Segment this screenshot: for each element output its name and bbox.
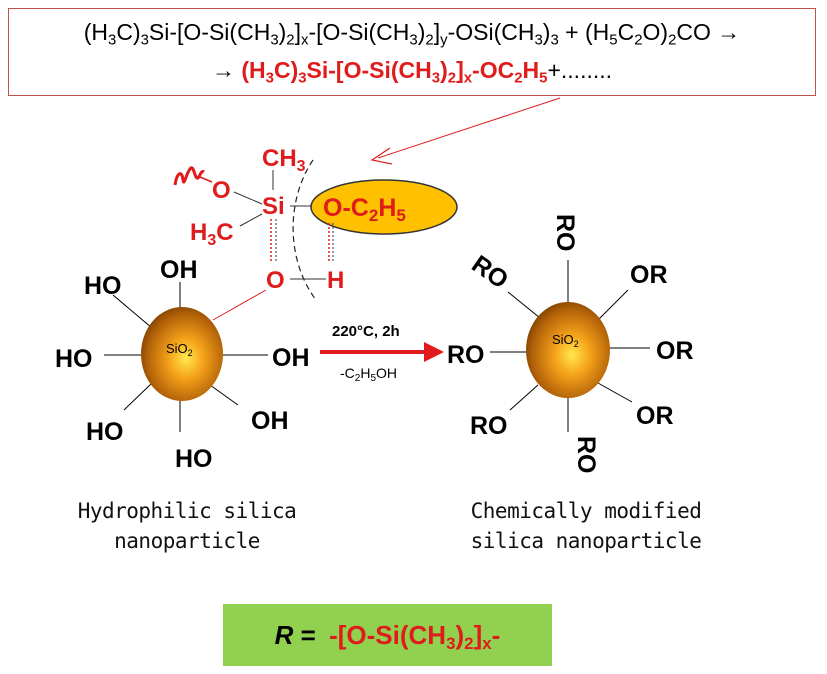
equation-arrow-2: → — [211, 57, 242, 83]
r-equals: = — [293, 620, 324, 650]
bond-si-h3c — [239, 213, 263, 227]
r-symbol: R — [274, 620, 294, 650]
r-formula-value: -[O-Si(CH3)2]x- — [329, 620, 501, 654]
h3c-group: H3C — [190, 219, 234, 249]
right-caption: Chemically modified silica nanoparticle — [456, 496, 716, 556]
equation-arrow-1: → — [710, 19, 741, 45]
arrow-condition-bottom: -C2H5OH — [340, 365, 397, 384]
connector-oh-particle — [212, 289, 267, 321]
arrow-condition-top: 220°C, 2h — [332, 323, 400, 340]
left-particle: SiO2 HO OH HO OH HO OH HO — [55, 256, 310, 473]
right-group-6: RO — [470, 412, 508, 440]
right-core-label: SiO2 — [552, 332, 579, 349]
ethoxy-group: O-C2H5 — [323, 194, 406, 225]
plus-sign: + — [558, 19, 585, 45]
left-group-1: HO — [84, 272, 122, 300]
left-caption: Hydrophilic silica nanoparticle — [57, 496, 317, 556]
left-group-6: OH — [251, 407, 289, 435]
equation-line-1: (H3C)3Si-[O-Si(CH3)2]x-[O-Si(CH3)2]y-OSi… — [9, 19, 815, 49]
bond-o-si — [233, 191, 263, 205]
left-silica-core — [141, 307, 223, 401]
right-group-7: OR — [636, 402, 674, 430]
surface-hydrogen: H — [327, 267, 344, 294]
right-caption-line-2: silica nanoparticle — [470, 529, 702, 553]
reaction-equation-box: (H3C)3Si-[O-Si(CH3)2]x-[O-Si(CH3)2]y-OSi… — [8, 8, 816, 96]
equation-line-2: → (H3C)3Si-[O-Si(CH3)2]x-OC2H5+........ — [9, 57, 815, 87]
ethoxy-highlight — [310, 179, 458, 235]
right-group-8: RO — [572, 436, 600, 474]
ch3-top: CH3 — [262, 145, 306, 175]
reactant-carbonate: (H5C2O)2CO — [584, 19, 711, 49]
left-core-label: SiO2 — [166, 341, 193, 358]
equation-tail: +........ — [547, 57, 613, 83]
surface-oxygen: O — [266, 267, 285, 294]
reactant-siloxane: (H3C)3Si-[O-Si(CH3)2]x-[O-Si(CH3)2]y-OSi… — [83, 19, 559, 49]
right-caption-line-1: Chemically modified — [470, 499, 702, 523]
right-group-4: RO — [447, 341, 485, 369]
transition-arc — [292, 159, 317, 301]
product-siloxane: (H3C)3Si-[O-Si(CH3)2]x-OC2H5 — [241, 57, 548, 87]
right-silica-core — [526, 302, 610, 398]
r-definition-box: R = -[O-Si(CH3)2]x- — [223, 604, 552, 666]
left-group-5: HO — [86, 418, 124, 446]
chain-squiggle — [173, 166, 205, 186]
left-group-3: HO — [55, 345, 93, 373]
reaction-arrow-head — [424, 342, 444, 362]
bond-chain-o — [199, 176, 213, 183]
right-group-3: OR — [630, 261, 668, 289]
chain-oxygen: O — [212, 177, 231, 204]
right-group-1: RO — [467, 250, 514, 294]
left-group-7: HO — [175, 445, 213, 473]
left-group-2: OH — [160, 256, 198, 284]
left-caption-line-2: nanoparticle — [114, 529, 260, 553]
right-group-5: OR — [656, 337, 694, 365]
left-group-4: OH — [272, 344, 310, 372]
right-group-2: RO — [551, 214, 579, 252]
pointer-arrowhead — [370, 147, 393, 165]
silicon-atom: Si — [262, 193, 285, 220]
left-caption-line-1: Hydrophilic silica — [77, 499, 297, 523]
right-particle: SiO2 RO RO OR RO OR RO OR RO — [447, 214, 694, 474]
pointer-line — [377, 97, 561, 159]
